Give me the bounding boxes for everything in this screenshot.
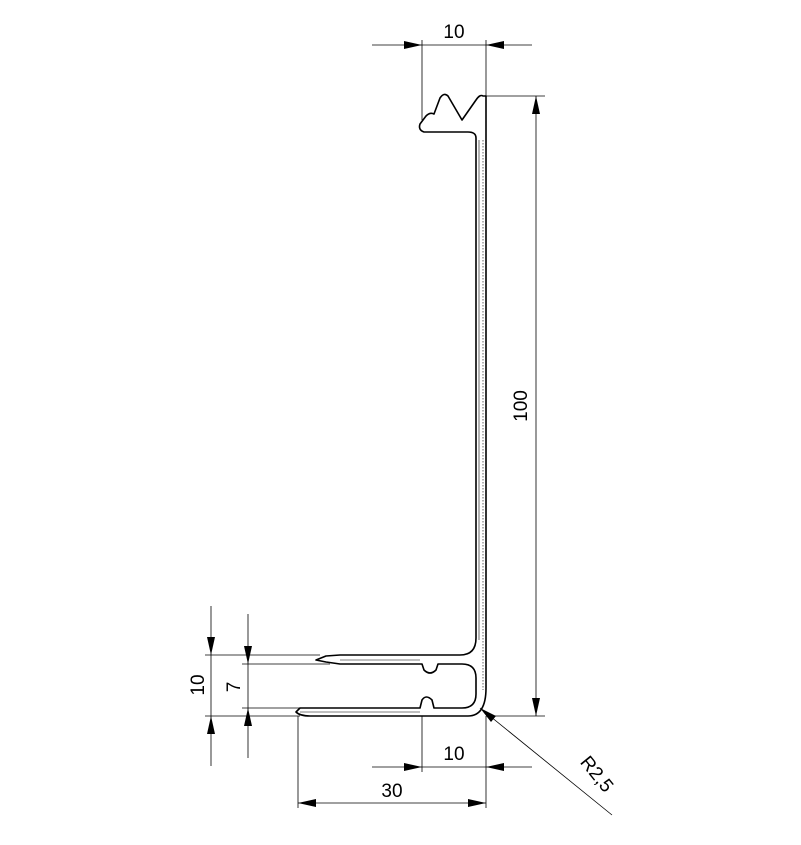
dim-base-inner-label: 7 [224,682,245,693]
dimension-base-lip: 10 [372,716,532,772]
dim-top-flange-label: 10 [443,22,464,43]
dim-overall-height-label: 100 [511,390,532,422]
dimension-base-length: 30 [297,716,487,808]
dimension-base-height-outer: 10 [188,606,320,766]
dimension-top-flange: 10 [372,22,532,120]
dimension-overall-height: 100 [486,95,545,717]
dim-base-outer-label: 10 [188,674,209,695]
dimension-base-height-inner: 7 [224,614,330,758]
dimension-corner-radius: R2,5 [479,707,617,816]
dim-base-lip-label: 10 [443,744,464,765]
dim-base-length-label: 30 [381,781,402,802]
profile-outline [295,93,487,717]
